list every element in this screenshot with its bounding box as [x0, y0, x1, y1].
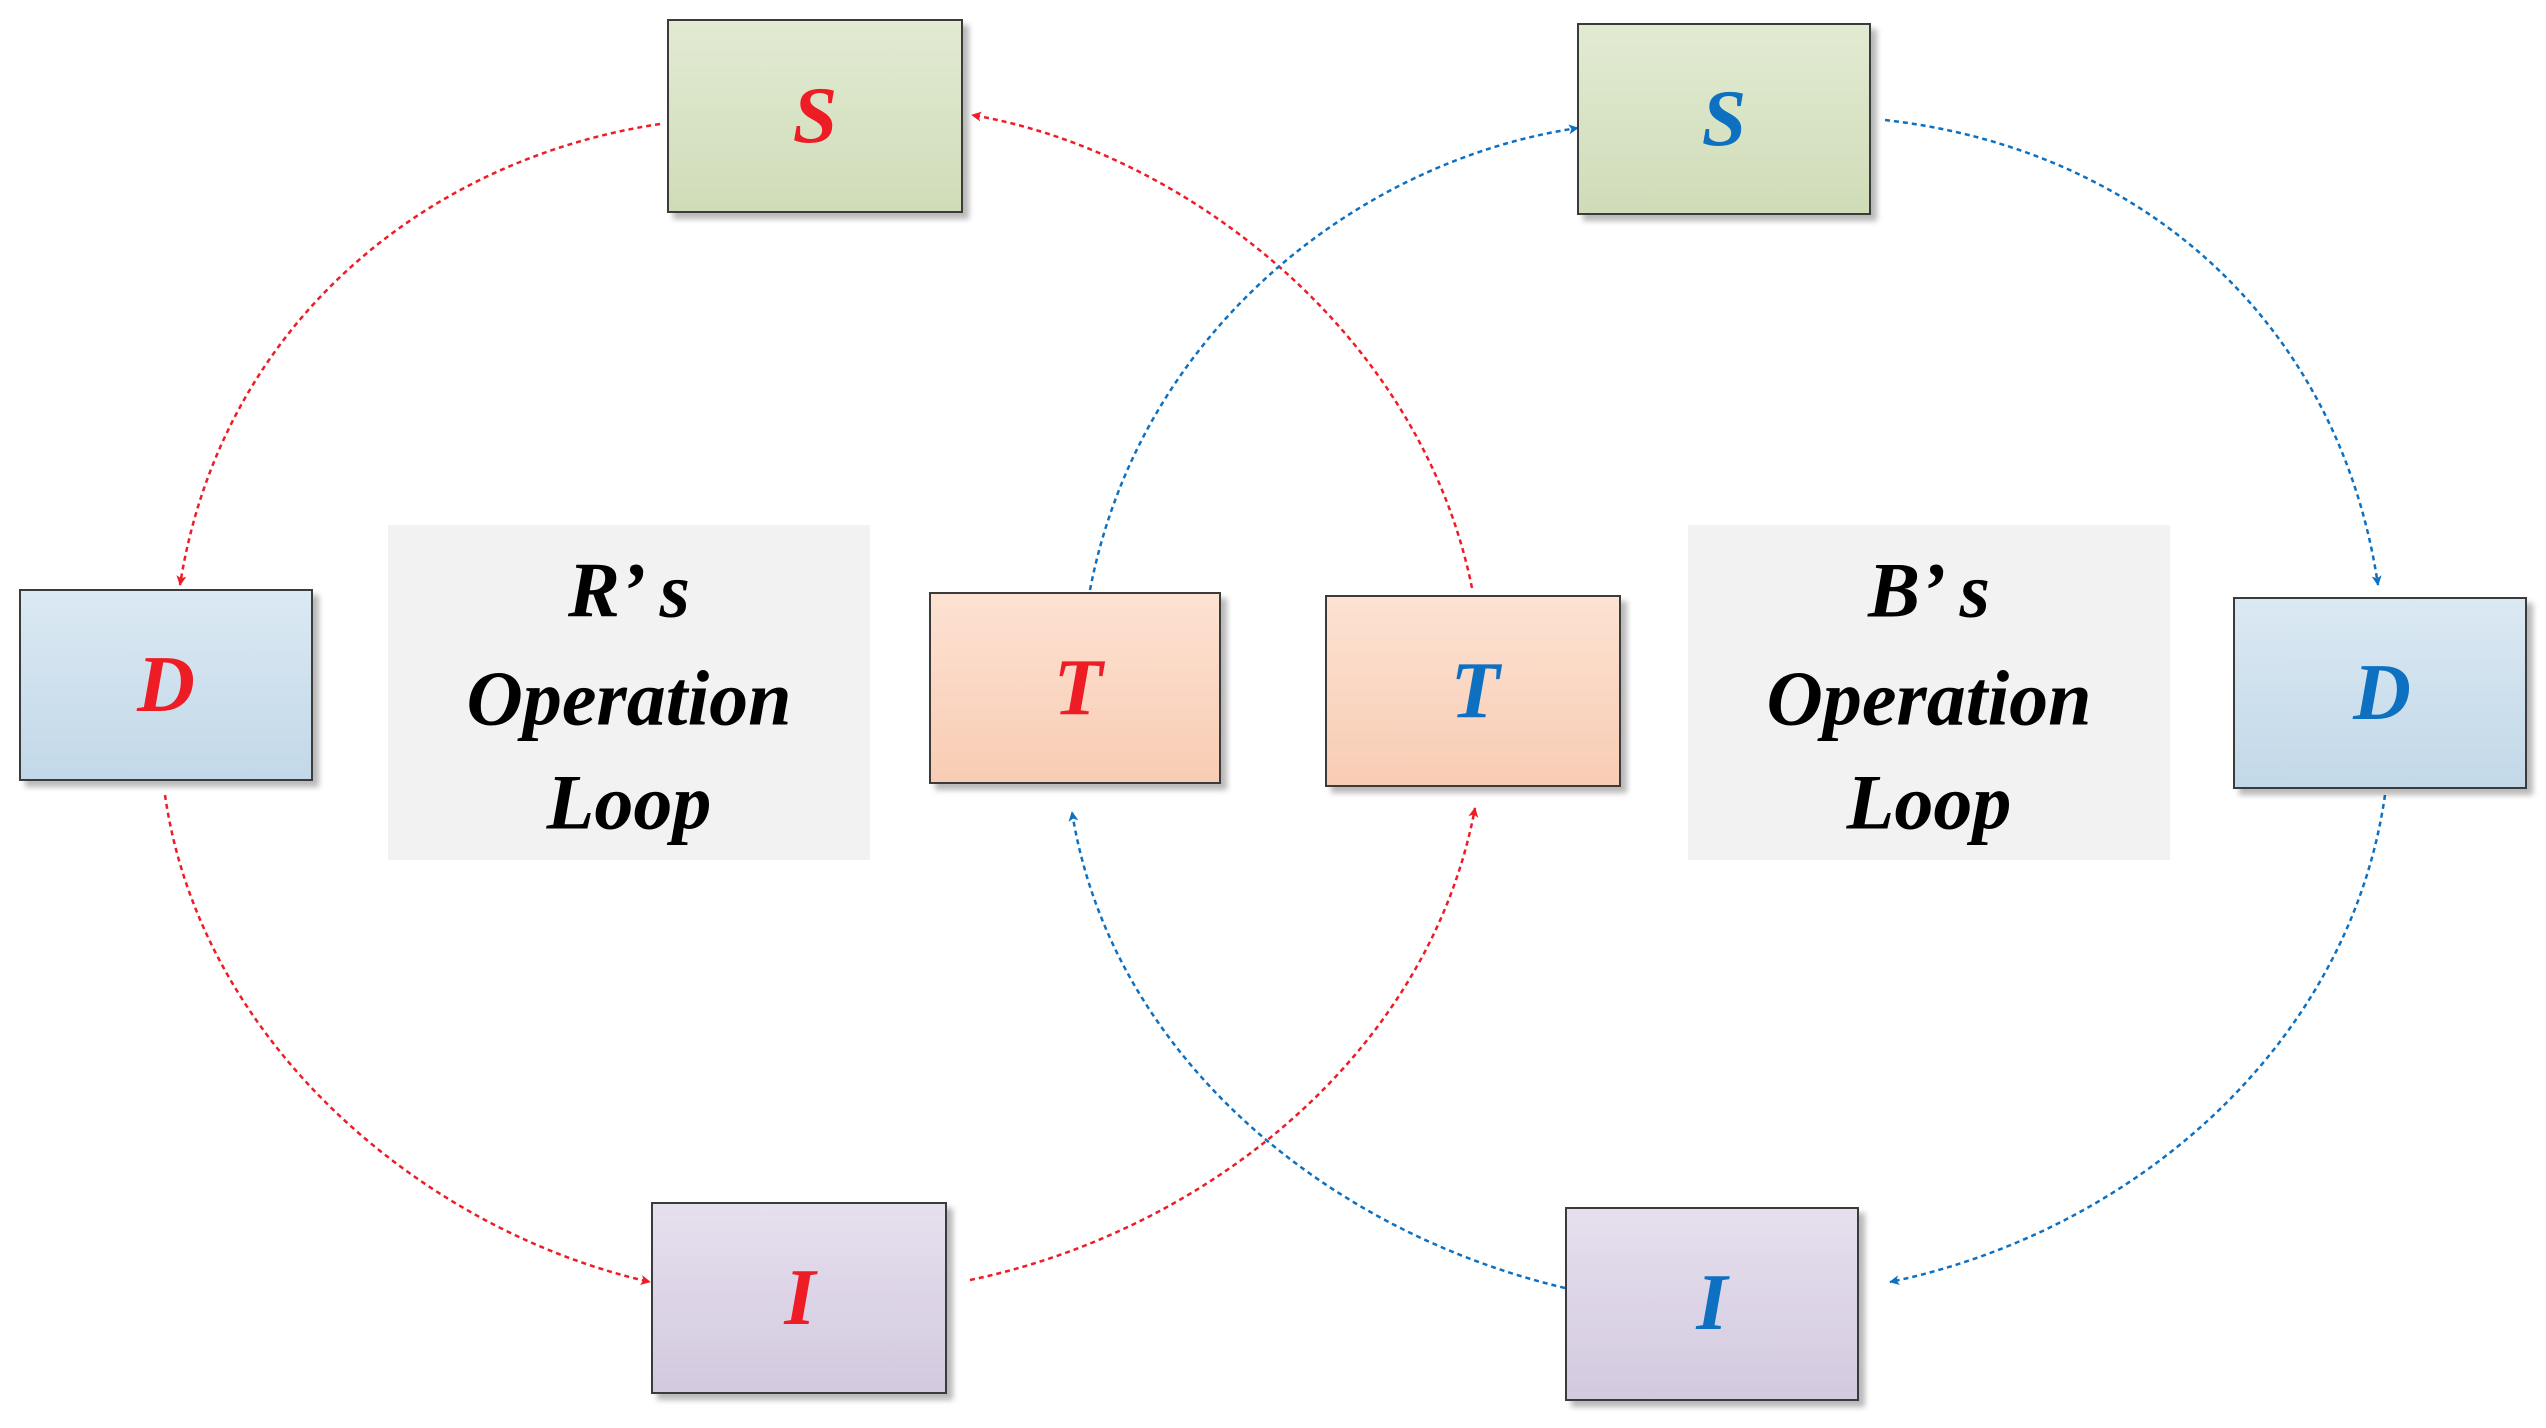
- node-b-i-box: [1565, 1207, 1859, 1401]
- node-b-t-box: [1325, 595, 1621, 787]
- node-b-d-label: D: [2352, 649, 2411, 737]
- node-b-d: D: [2233, 597, 2527, 789]
- node-b-i-label: I: [1695, 1259, 1730, 1347]
- node-b-i: I: [1565, 1207, 1859, 1401]
- edge-blue-i-to-rt: [1068, 811, 1566, 1290]
- edge-red-d-to-i: [163, 794, 651, 1285]
- node-r-t-box: [929, 592, 1221, 784]
- b-loop-label-box: [1688, 525, 2170, 860]
- edge-blue-rt-to-s: [1088, 124, 1579, 591]
- r-loop-label-line-2: Operation: [466, 655, 791, 742]
- edge-blue-s-to-d: [1884, 118, 2382, 586]
- node-b-s: S: [1577, 23, 1871, 215]
- node-b-s-box: [1577, 23, 1871, 215]
- node-r-d-label: D: [136, 641, 195, 729]
- node-r-i-box: [651, 1202, 947, 1394]
- node-b-t-label: T: [1451, 647, 1503, 735]
- r-loop-label-box: [388, 525, 870, 860]
- b-loop-label: B’ s Operation Loop: [1688, 525, 2170, 860]
- r-loop-label-line-1: R’ s: [567, 547, 690, 634]
- node-r-t-label: T: [1054, 644, 1106, 732]
- edge-blue-d-to-i: [1889, 794, 2387, 1286]
- edge-red-s-to-d: [176, 122, 661, 586]
- b-loop-label-line-1: B’ s: [1867, 547, 1990, 634]
- node-r-s: S: [667, 19, 963, 213]
- r-loop-label-line-3: Loop: [546, 759, 712, 846]
- edge-red-i-to-bt: [969, 807, 1479, 1282]
- node-r-s-label: S: [793, 72, 838, 160]
- node-r-d-box: [19, 589, 313, 781]
- node-r-i: I: [651, 1202, 947, 1394]
- r-loop-label: R’ s Operation Loop: [388, 525, 870, 860]
- node-r-i-label: I: [783, 1254, 818, 1342]
- node-b-s-label: S: [1702, 75, 1747, 163]
- edge-red-bt-to-s: [971, 111, 1474, 589]
- blue-loop-edges: [1068, 118, 2387, 1290]
- node-b-d-box: [2233, 597, 2527, 789]
- node-r-d: D: [19, 589, 313, 781]
- b-loop-label-line-3: Loop: [1846, 759, 2012, 846]
- node-r-t: T: [929, 592, 1221, 784]
- node-r-s-box: [667, 19, 963, 213]
- b-loop-label-line-2: Operation: [1766, 655, 2091, 742]
- node-b-t: T: [1325, 595, 1621, 787]
- red-loop-edges: [163, 111, 1479, 1285]
